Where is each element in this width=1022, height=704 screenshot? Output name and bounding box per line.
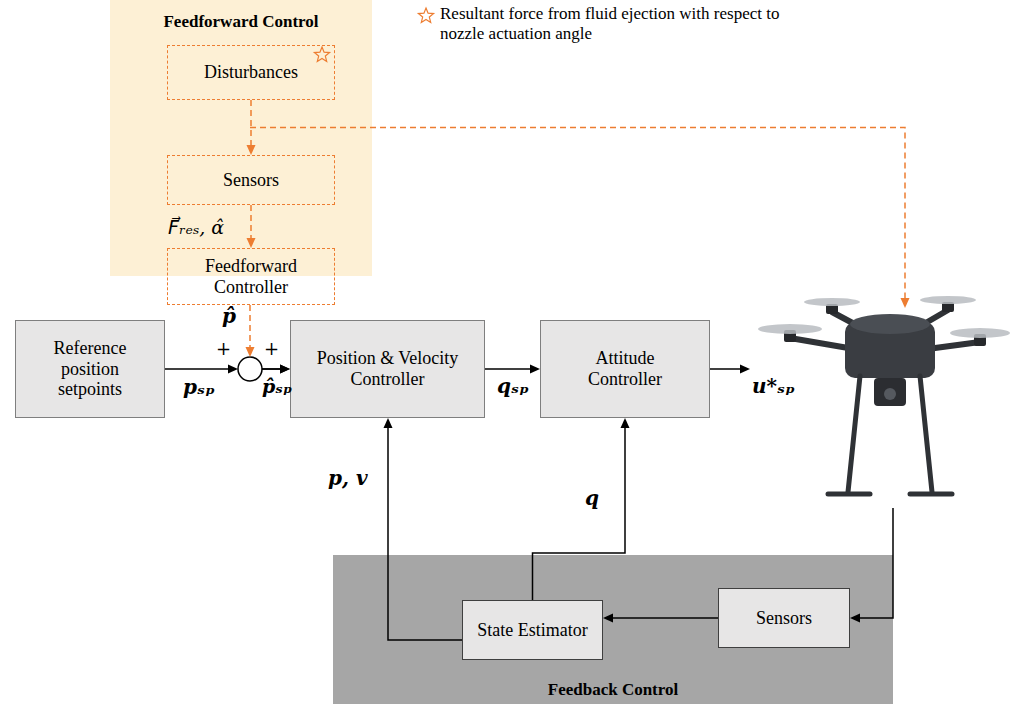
box-text: Sensors bbox=[756, 608, 812, 629]
box-text: Disturbances bbox=[204, 62, 298, 83]
disturbance-line bbox=[250, 128, 905, 299]
box-text: Feedforward Controller bbox=[176, 256, 326, 297]
panel-heading: Feedback Control bbox=[548, 680, 679, 700]
arrow-head bbox=[280, 365, 290, 374]
controller-box: Position & Velocity Controller bbox=[290, 320, 485, 418]
box-text: Position & Velocity Controller bbox=[303, 348, 473, 389]
force-symbol: F⃗ᵣₑₛ, α̂ bbox=[168, 216, 224, 239]
sign-symbol: + bbox=[264, 338, 279, 360]
disturbance-box: Disturbances bbox=[167, 45, 335, 100]
controller-box: Attitude Controller bbox=[540, 320, 710, 418]
sign-symbol: + bbox=[216, 338, 231, 360]
signal-connector bbox=[246, 305, 291, 374]
arrow-head bbox=[246, 347, 255, 357]
box-text: State Estimator bbox=[477, 620, 587, 641]
feedforward-panel: Feedforward ControlDisturbancesSensorsFe… bbox=[110, 0, 372, 276]
summing-junction bbox=[238, 357, 262, 381]
drone-propeller bbox=[920, 296, 976, 304]
drone-propeller bbox=[804, 298, 860, 306]
signal-connector bbox=[384, 418, 463, 640]
connector-line bbox=[250, 205, 252, 239]
controller-box: Feedforward Controller bbox=[167, 248, 335, 305]
arrow-head bbox=[530, 365, 540, 374]
connector-line bbox=[533, 427, 626, 600]
signal-name: p̂ bbox=[222, 304, 236, 328]
arrow-head bbox=[603, 614, 613, 623]
drone-illustration bbox=[758, 296, 1010, 494]
box-text: Sensors bbox=[223, 170, 279, 191]
arrow-head bbox=[740, 365, 750, 374]
drone-foot bbox=[910, 492, 952, 497]
signal-connector bbox=[485, 365, 540, 374]
panel-heading: Feedforward Control bbox=[163, 12, 318, 32]
sensor-box: Sensors bbox=[718, 588, 850, 648]
drone-leg bbox=[920, 376, 932, 492]
arrow-head bbox=[850, 614, 860, 623]
signal-connector bbox=[165, 365, 290, 374]
feedback-panel: Feedback Control State Estimator Sensors bbox=[333, 555, 893, 704]
connector-line bbox=[485, 368, 531, 370]
star-symbol bbox=[418, 8, 433, 22]
arrow-head bbox=[247, 145, 256, 155]
signal-connector bbox=[247, 100, 256, 155]
arrow-head bbox=[280, 365, 290, 374]
measurement-line bbox=[860, 508, 893, 618]
arrow-head bbox=[247, 238, 256, 248]
panel-ground bbox=[110, 0, 372, 276]
signal-name: p, v bbox=[328, 466, 368, 490]
arrow-head bbox=[621, 418, 630, 428]
drone-camera bbox=[884, 388, 896, 400]
connector-line bbox=[250, 100, 252, 146]
arrow-head bbox=[228, 365, 238, 374]
star-symbol bbox=[314, 47, 329, 61]
connector-line bbox=[262, 368, 281, 370]
box-text: Attitude Controller bbox=[570, 348, 680, 389]
panel-ground bbox=[333, 555, 893, 704]
signal-name: u*ₛₚ bbox=[752, 374, 795, 398]
drone-foot bbox=[828, 492, 870, 497]
sensor-box: Sensors bbox=[167, 155, 335, 205]
drone-gimbal bbox=[874, 378, 906, 406]
drone-leg bbox=[848, 376, 860, 492]
connector-line bbox=[388, 427, 462, 640]
arrow-head bbox=[901, 298, 910, 308]
signal-connector bbox=[247, 205, 256, 248]
signal-name: qₛₚ bbox=[497, 374, 529, 398]
drone-propeller bbox=[758, 324, 822, 334]
signal-connector bbox=[533, 418, 630, 600]
arrow-head bbox=[384, 418, 393, 428]
signal-name: p̂ₛₚ bbox=[262, 375, 292, 398]
connector-line bbox=[262, 368, 281, 370]
command-line bbox=[710, 368, 740, 370]
signal-name: pₛₚ bbox=[183, 375, 215, 399]
drone-propeller bbox=[950, 328, 1010, 338]
drone-cover bbox=[850, 314, 930, 334]
connector-line bbox=[165, 368, 229, 370]
legend-item: Resultant force from fluid ejection with… bbox=[440, 4, 820, 45]
legend-text: Resultant force from fluid ejection with… bbox=[440, 4, 820, 45]
connector-line bbox=[249, 305, 251, 348]
estimator-box: State Estimator bbox=[462, 600, 603, 660]
connector-line bbox=[612, 617, 718, 619]
reference-box: Reference position setpoints bbox=[15, 320, 165, 418]
signal-connector bbox=[603, 614, 718, 623]
box-text: Reference position setpoints bbox=[40, 338, 140, 400]
signal-name: q bbox=[585, 486, 599, 510]
